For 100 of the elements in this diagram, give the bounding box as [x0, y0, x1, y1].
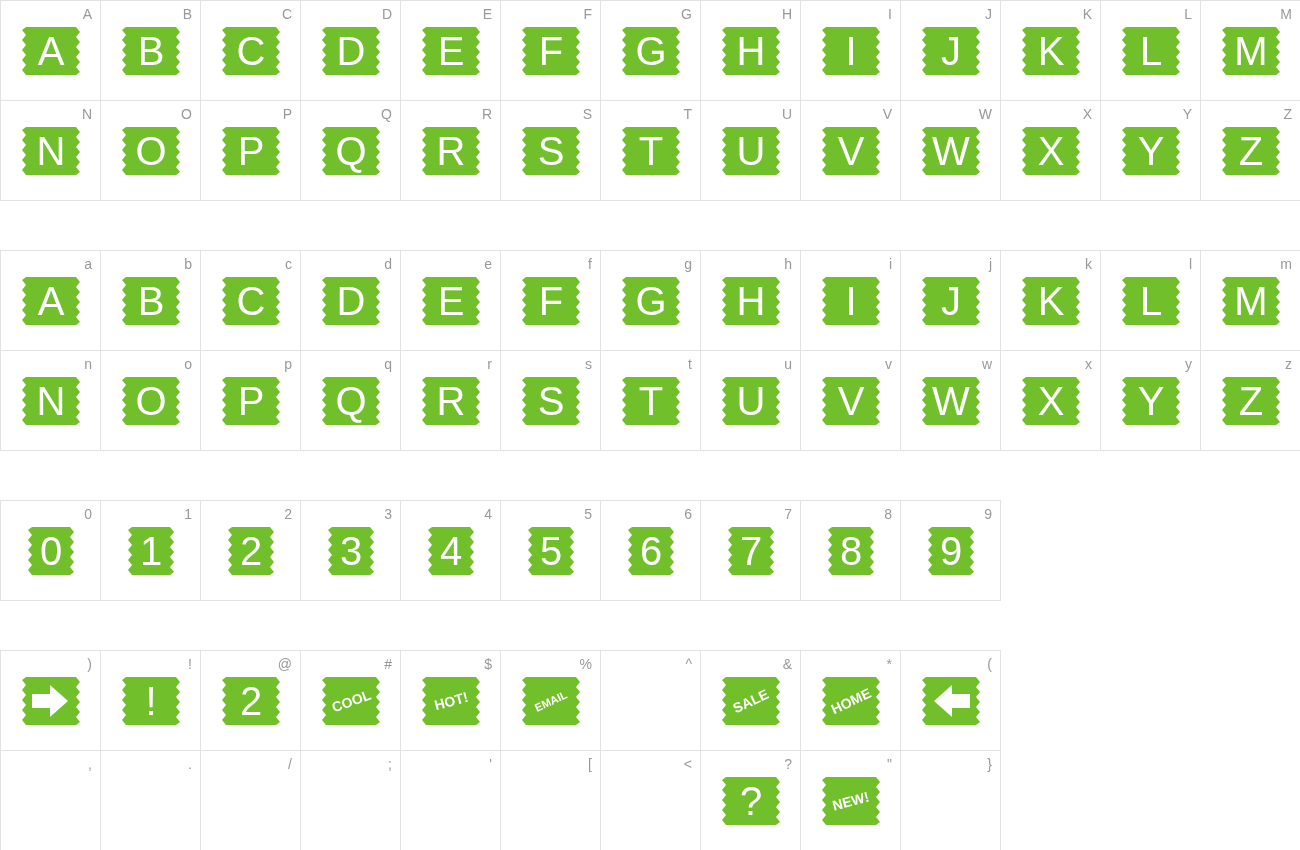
key-label: K	[1082, 6, 1092, 22]
key-label: ?	[784, 756, 792, 772]
glyph-tile: O	[122, 377, 180, 425]
glyph-tile: 4	[428, 527, 474, 575]
glyph-tile: R	[422, 377, 480, 425]
key-label: a	[84, 256, 92, 272]
specimen-cell	[200, 500, 301, 601]
glyph-tile: H	[722, 27, 780, 75]
key-label: e	[484, 256, 492, 272]
specimen-cell	[100, 500, 201, 601]
glyph-tile: A	[22, 277, 80, 325]
glyph-tile: NEW!	[822, 777, 880, 825]
specimen-cell	[0, 250, 101, 351]
glyph-tile: HOT!	[422, 677, 480, 725]
key-label: T	[683, 106, 692, 122]
glyph-tile: A	[22, 27, 80, 75]
key-label: }	[987, 756, 992, 772]
glyph-tile: 5	[528, 527, 574, 575]
glyph-tile: 2	[228, 527, 274, 575]
key-label: b	[184, 256, 192, 272]
glyph-tile: J	[922, 27, 980, 75]
key-label: 1	[184, 506, 192, 522]
glyph-tile: U	[722, 127, 780, 175]
key-label: P	[282, 106, 292, 122]
key-label: &	[782, 656, 792, 672]
key-label: w	[981, 356, 992, 372]
specimen-cell	[400, 500, 501, 601]
key-label: /	[288, 756, 292, 772]
key-label: n	[84, 356, 92, 372]
glyph-tile: F	[522, 27, 580, 75]
specimen-cell	[500, 500, 601, 601]
key-label: S	[582, 106, 592, 122]
glyph-tile: 8	[828, 527, 874, 575]
glyph-tile: F	[522, 277, 580, 325]
glyph-tile: G	[622, 27, 680, 75]
key-label: R	[481, 106, 492, 122]
key-label: '	[489, 756, 492, 772]
key-label: M	[1280, 6, 1292, 22]
key-label: F	[583, 6, 592, 22]
key-label: "	[887, 756, 892, 772]
glyph-tile: P	[222, 127, 280, 175]
glyph-tile: Q	[322, 127, 380, 175]
key-label: g	[684, 256, 692, 272]
glyph-tile: C	[222, 277, 280, 325]
key-label: [	[588, 756, 592, 772]
specimen-cell	[0, 500, 101, 601]
glyph-tile: O	[122, 127, 180, 175]
glyph-tile: X	[1022, 127, 1080, 175]
key-label: s	[585, 356, 592, 372]
specimen-cell	[0, 0, 101, 101]
key-label: @	[277, 656, 292, 672]
key-label: i	[888, 256, 892, 272]
key-label: ,	[88, 756, 92, 772]
key-label: Y	[1182, 106, 1192, 122]
key-label: d	[384, 256, 392, 272]
key-label: )	[87, 656, 92, 672]
glyph-tile: 3	[328, 527, 374, 575]
key-label: k	[1085, 256, 1092, 272]
glyph-tile: K	[1022, 27, 1080, 75]
key-label: m	[1280, 256, 1292, 272]
key-label: q	[384, 356, 392, 372]
key-label: G	[681, 6, 692, 22]
glyph-tile: V	[822, 127, 880, 175]
glyph-tile: R	[422, 127, 480, 175]
glyph-tile: X	[1022, 377, 1080, 425]
key-label: $	[484, 656, 492, 672]
specimen-cell	[0, 350, 101, 451]
key-label: c	[285, 256, 292, 272]
specimen-cell	[0, 100, 101, 201]
key-label: 3	[384, 506, 392, 522]
glyph-tile: 6	[628, 527, 674, 575]
glyph-tile: Z	[1222, 127, 1280, 175]
glyph-tile: Y	[1122, 377, 1180, 425]
key-label: 4	[484, 506, 492, 522]
glyph-tile: H	[722, 277, 780, 325]
glyph-tile: D	[322, 277, 380, 325]
key-label: D	[381, 6, 392, 22]
glyph-tile: K	[1022, 277, 1080, 325]
glyph-tile: I	[822, 27, 880, 75]
key-label: H	[781, 6, 792, 22]
key-label: o	[184, 356, 192, 372]
glyph-tile: Y	[1122, 127, 1180, 175]
glyph-tile: N	[22, 377, 80, 425]
specimen-cell	[600, 500, 701, 601]
key-label: p	[284, 356, 292, 372]
glyph-tile: COOL	[322, 677, 380, 725]
glyph-tile: D	[322, 27, 380, 75]
glyph-tile: T	[622, 377, 680, 425]
key-label: 9	[984, 506, 992, 522]
key-label: <	[683, 756, 692, 772]
glyph-tile: E	[422, 27, 480, 75]
key-label: f	[588, 256, 592, 272]
glyph-tile: V	[822, 377, 880, 425]
key-label: V	[882, 106, 892, 122]
glyph-tile: 1	[128, 527, 174, 575]
key-label: B	[182, 6, 192, 22]
key-label: y	[1185, 356, 1192, 372]
key-label: z	[1285, 356, 1292, 372]
glyph-tile: J	[922, 277, 980, 325]
key-label: 5	[584, 506, 592, 522]
